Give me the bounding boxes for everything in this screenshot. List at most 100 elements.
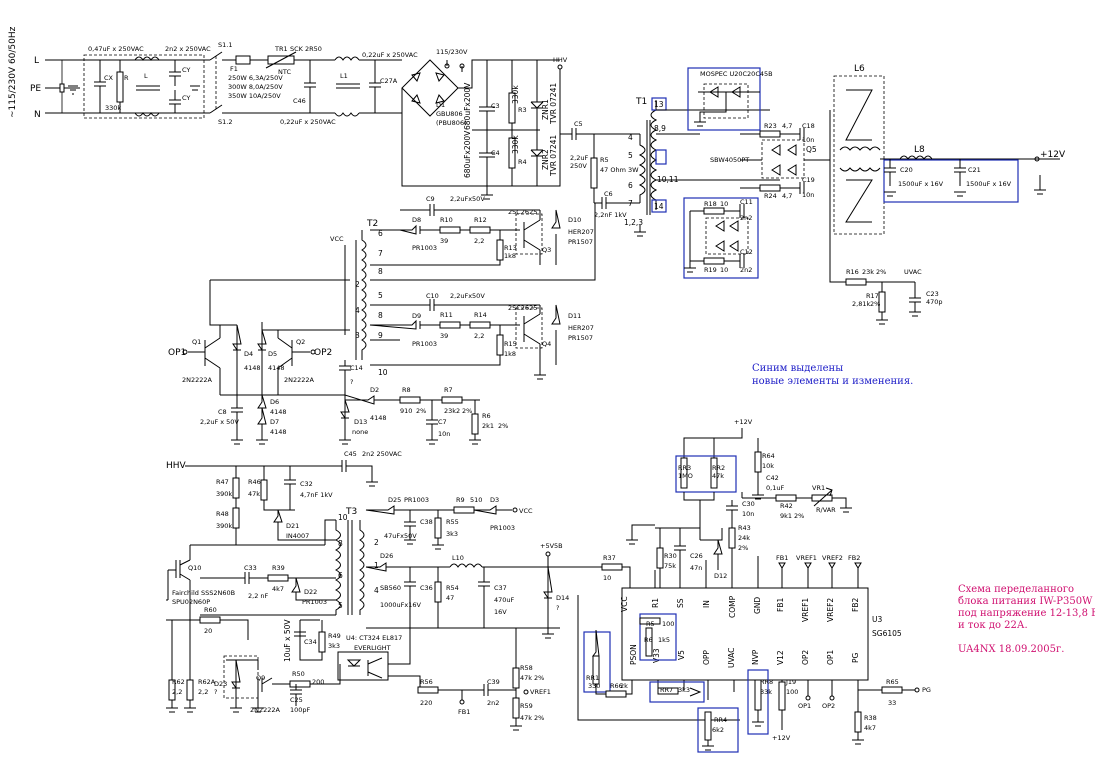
svg-text:HHV: HHV [166,461,187,471]
svg-text:1k8: 1k8 [504,252,516,260]
svg-text:C18: C18 [802,122,815,130]
svg-text:C45: C45 [344,450,357,458]
svg-text:2,2uF: 2,2uF [570,154,588,162]
svg-text:GND: GND [753,597,762,614]
svg-text:2k: 2k [620,682,628,690]
svg-text:TVR 07241: TVR 07241 [549,83,558,125]
svg-text:23k2: 23k2 [444,407,460,415]
svg-text:D23: D23 [214,680,227,688]
svg-text:390k: 390k [216,490,232,498]
svg-text:39: 39 [440,332,448,340]
svg-text:IN4007: IN4007 [286,532,309,540]
svg-text:2%: 2% [870,300,880,308]
svg-text:R4: R4 [518,158,527,166]
svg-text:FB2: FB2 [851,598,860,612]
svg-text:C9: C9 [426,195,435,203]
svg-text:R9: R9 [456,496,465,504]
svg-text:10: 10 [720,200,728,208]
svg-text:10n: 10n [438,430,450,438]
svg-text:R48: R48 [216,510,229,518]
svg-text:350W 10A/250V: 350W 10A/250V [228,92,281,100]
svg-text:4k7: 4k7 [864,724,876,732]
svg-text:SCK 2R50: SCK 2R50 [290,45,322,53]
svg-text:D8: D8 [412,216,421,224]
svg-text:330k: 330k [511,85,520,104]
svg-text:R55: R55 [446,518,459,526]
svg-text:47n: 47n [690,564,702,572]
svg-text:C21: C21 [968,166,981,174]
svg-text:2n2 x 250VAC: 2n2 x 250VAC [165,45,211,53]
svg-text:2,2: 2,2 [198,688,208,696]
svg-text:PR1003: PR1003 [412,340,437,348]
emi-filter: ~115/230V 60/50Hz L PE N 0,47uF x 250VAC… [8,26,568,200]
svg-text:6: 6 [628,181,633,190]
svg-text:0,22uF x 250VAC: 0,22uF x 250VAC [362,51,418,59]
svg-text:1000uFx16V: 1000uFx16V [380,601,422,609]
svg-text:C33: C33 [244,564,257,572]
svg-text:8,9: 8,9 [654,124,666,133]
svg-text:10uF x 50V: 10uF x 50V [283,619,292,662]
svg-text:UVAC: UVAC [727,648,736,668]
svg-text:C6: C6 [604,190,613,198]
svg-text:R12: R12 [474,216,487,224]
svg-text:RR1: RR1 [586,674,599,682]
svg-text:NTC: NTC [278,68,291,76]
svg-text:2,2: 2,2 [172,688,182,696]
svg-text:VREF1: VREF1 [801,598,810,622]
controller-u3: R37 10 VCC R1 SS IN COMP GND FB1 VREF1 V… [577,418,931,753]
svg-text:10n: 10n [802,191,814,199]
svg-text:FB1: FB1 [776,554,788,562]
svg-text:C8: C8 [218,408,227,416]
svg-text:OP2: OP2 [314,348,332,358]
svg-text:4148: 4148 [370,414,387,422]
svg-text:VCC: VCC [519,507,533,515]
svg-text:Q10: Q10 [188,564,201,572]
svg-text:3k3: 3k3 [446,530,458,538]
svg-text:R3: R3 [518,106,527,114]
svg-text:2,2uFx50V: 2,2uFx50V [450,292,485,300]
svg-text:L: L [34,56,39,66]
svg-text:8: 8 [378,267,383,276]
svg-text:1k5: 1k5 [658,636,670,644]
svg-text:PE: PE [30,84,41,94]
svg-text:0,1uF: 0,1uF [766,484,784,492]
svg-text:Fairchild SSS2N60B: Fairchild SSS2N60B [172,589,235,597]
svg-text:Q2: Q2 [296,338,305,346]
svg-text:10n: 10n [742,510,754,518]
svg-text:+12V: +12V [734,418,753,426]
svg-text:R10: R10 [440,216,453,224]
svg-text:47k: 47k [520,714,532,722]
svg-text:2%: 2% [416,407,426,415]
svg-text:HER207: HER207 [568,228,594,236]
svg-text:+12V: +12V [772,734,791,742]
svg-text:4148: 4148 [268,364,285,372]
svg-text:R/VAR: R/VAR [816,506,836,514]
svg-text:CY: CY [182,94,190,102]
svg-text:MOSPEC U20C20C45B: MOSPEC U20C20C45B [700,70,773,78]
svg-text:R18: R18 [704,200,717,208]
svg-text:R58: R58 [520,664,533,672]
svg-text:D13: D13 [354,418,367,426]
svg-text:C26: C26 [690,552,703,560]
svg-text:SPU02N60P: SPU02N60P [172,598,210,606]
svg-text:8: 8 [338,539,343,548]
svg-text:200: 200 [312,678,324,686]
svg-text:S1.2: S1.2 [218,118,232,126]
svg-text:4: 4 [628,133,633,142]
transformer-t1: C5 2,2uF 250V R5 47 Ohm 3W C6 2,2nF 1kV … [560,97,780,237]
svg-text:6: 6 [378,229,383,238]
svg-text:T2: T2 [366,219,378,229]
svg-text:C19: C19 [802,176,815,184]
svg-text:R50: R50 [292,670,305,678]
svg-text:4,7nF 1kV: 4,7nF 1kV [300,491,333,499]
svg-text:VCC: VCC [330,235,344,243]
svg-text:и ток до 22А.: и ток до 22А. [958,620,1028,631]
svg-text:D5: D5 [268,350,277,358]
svg-text:S1.1: S1.1 [218,41,232,49]
svg-text:R8: R8 [402,386,411,394]
svg-text:2SC2625: 2SC2625 [508,304,537,312]
svg-text:PSON: PSON [629,644,638,665]
svg-text:Q4: Q4 [542,340,551,348]
svg-text:Схема переделанного: Схема переделанного [958,584,1074,595]
svg-text:R65: R65 [886,678,899,686]
